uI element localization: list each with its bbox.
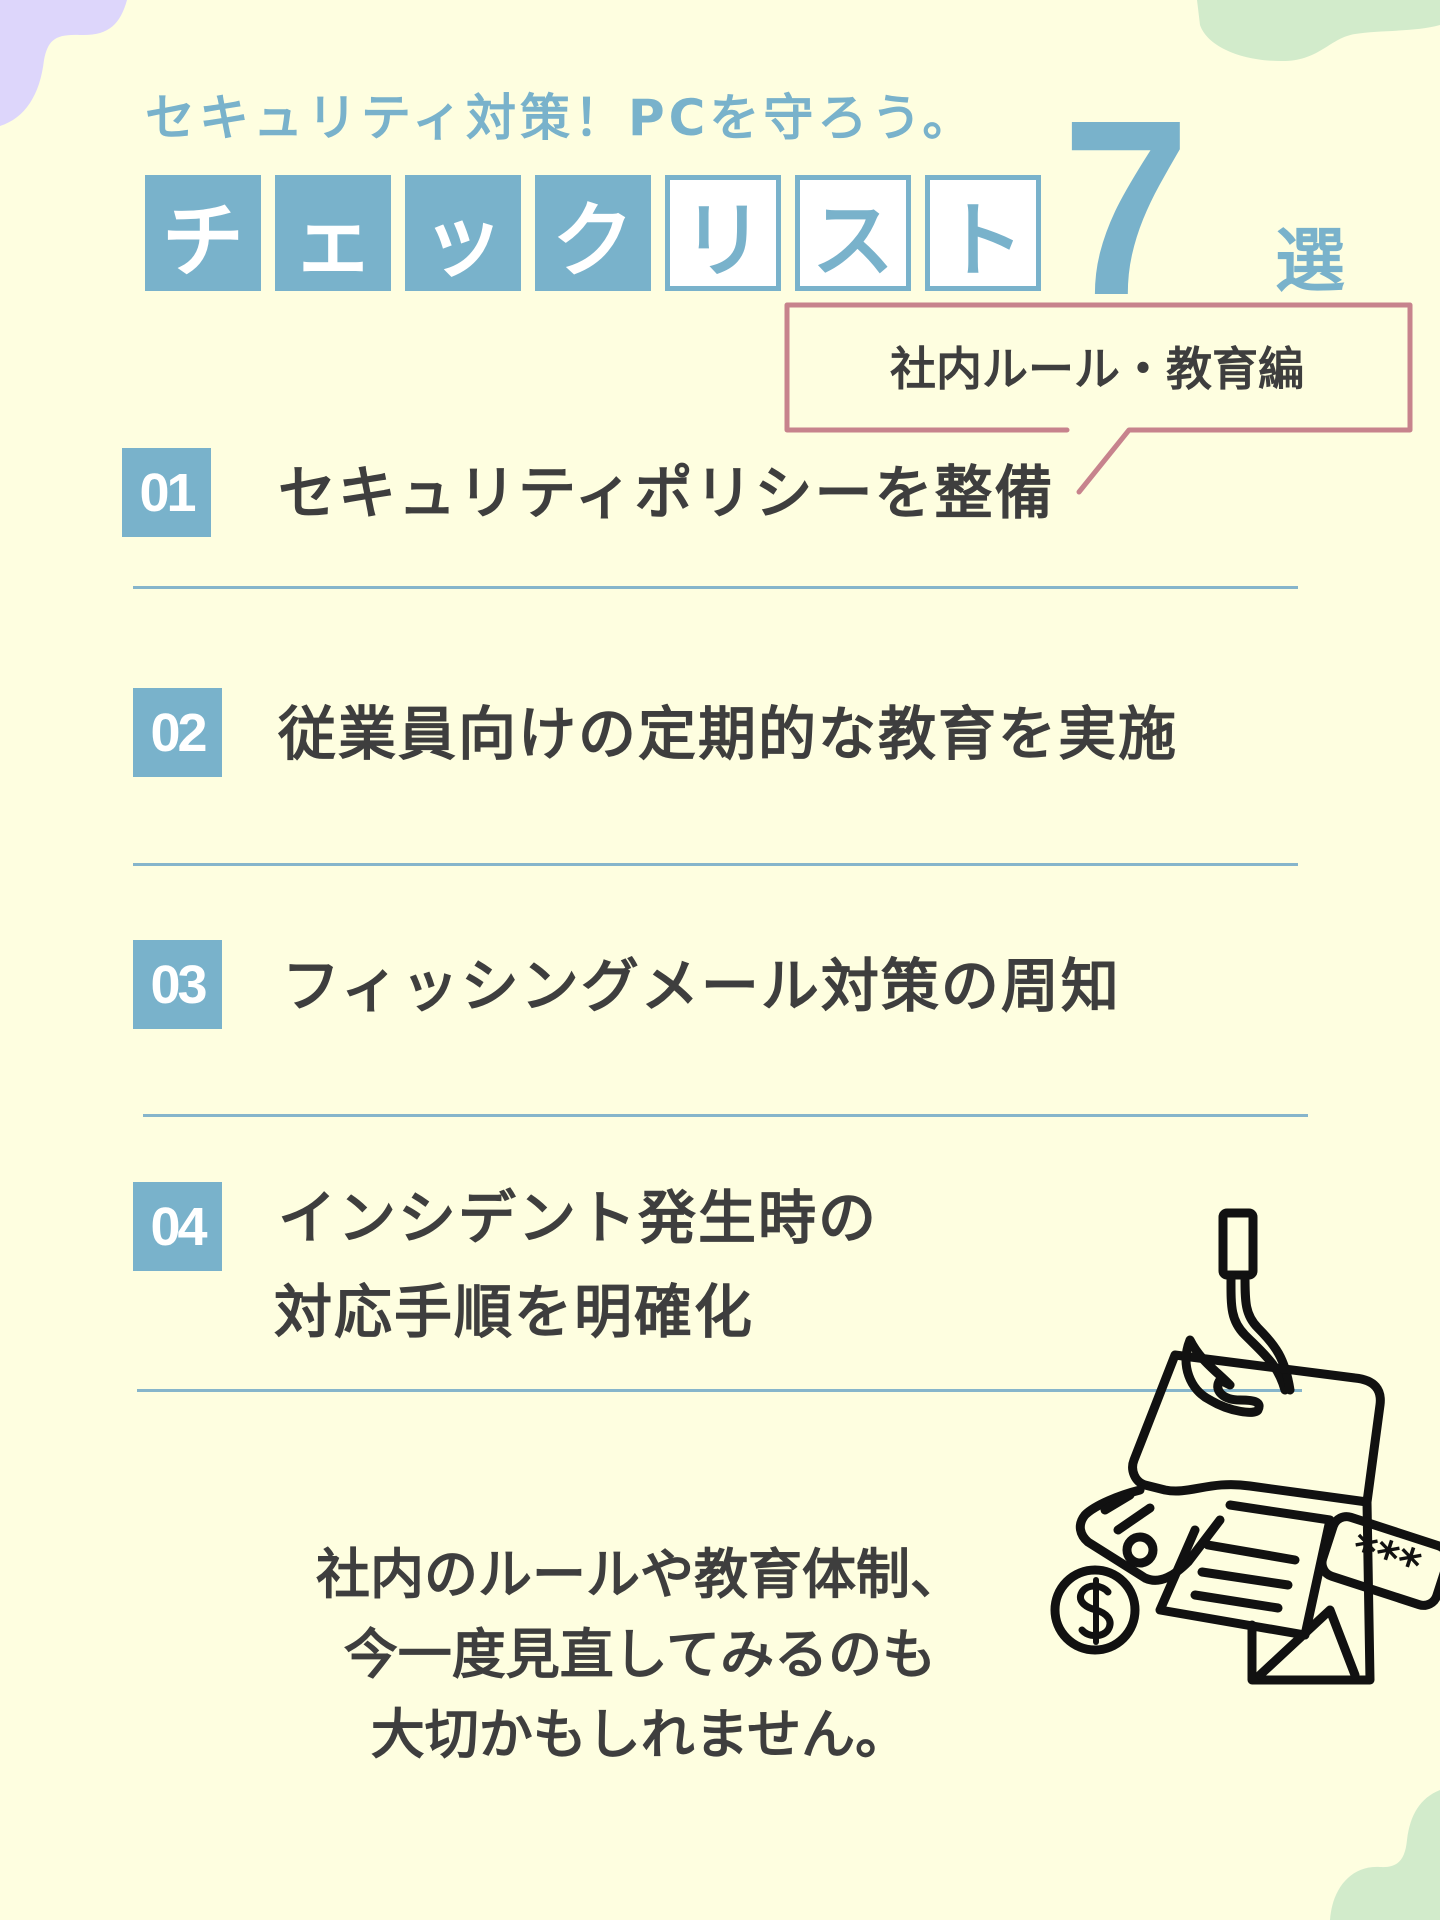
closing-line: 大切かもしれません。 xyxy=(370,1703,910,1766)
item-number-badge: 03 xyxy=(133,940,222,1029)
divider-line xyxy=(133,863,1298,866)
green-blob-decoration-top xyxy=(1197,0,1440,62)
green-blob-decoration-bottom xyxy=(1330,1790,1440,1920)
password-tag xyxy=(1317,1512,1440,1610)
divider-line xyxy=(143,1114,1308,1117)
category-label: 社内ルール・教育編 xyxy=(890,342,1304,396)
item-text: セキュリティポリシーを整備 xyxy=(278,459,1055,527)
speech-bubble-outline xyxy=(784,302,1413,495)
email-envelope xyxy=(1128,1350,1385,1507)
closing-message: 社内のルールや教育体制、 今一度見直してみるのも 大切かもしれません。 xyxy=(270,1535,1010,1775)
title-tile: ス xyxy=(795,175,911,291)
item-number-badge: 01 xyxy=(122,448,211,537)
item-text: フィッシングメール対策の周知 xyxy=(282,952,1121,1020)
category-speech-bubble: 社内ルール・教育編 xyxy=(784,302,1413,495)
divider-line xyxy=(133,586,1298,589)
item-text-line-1: インシデント発生時の xyxy=(278,1184,879,1252)
divider-line xyxy=(137,1389,1302,1392)
hook-grip xyxy=(1218,1208,1258,1280)
checklist-title: チ ェ ッ ク リ ス ト xyxy=(145,175,1041,291)
item-text-line-2: 対応手順を明確化 xyxy=(274,1278,755,1346)
title-tile: ェ xyxy=(275,175,391,291)
page-subtitle: セキュリティ対策！PCを守ろう。 xyxy=(145,89,977,147)
closing-line: 社内のルールや教育体制、 xyxy=(316,1543,964,1606)
title-tile: ト xyxy=(925,175,1041,291)
title-tile: ク xyxy=(535,175,651,291)
item-number-badge: 02 xyxy=(133,688,222,777)
closing-line: 今一度見直してみるのも xyxy=(343,1623,937,1686)
item-number-badge: 04 xyxy=(133,1182,222,1271)
title-tile: ッ xyxy=(405,175,521,291)
count-number: 7 xyxy=(1062,68,1190,347)
phishing-hook-icon: *** xyxy=(1050,1208,1440,1685)
count-suffix: 選 xyxy=(1275,220,1345,302)
item-text: 従業員向けの定期的な教育を実施 xyxy=(278,700,1179,768)
purple-blob-decoration xyxy=(0,0,127,126)
title-tile: チ xyxy=(145,175,261,291)
title-tile: リ xyxy=(665,175,781,291)
